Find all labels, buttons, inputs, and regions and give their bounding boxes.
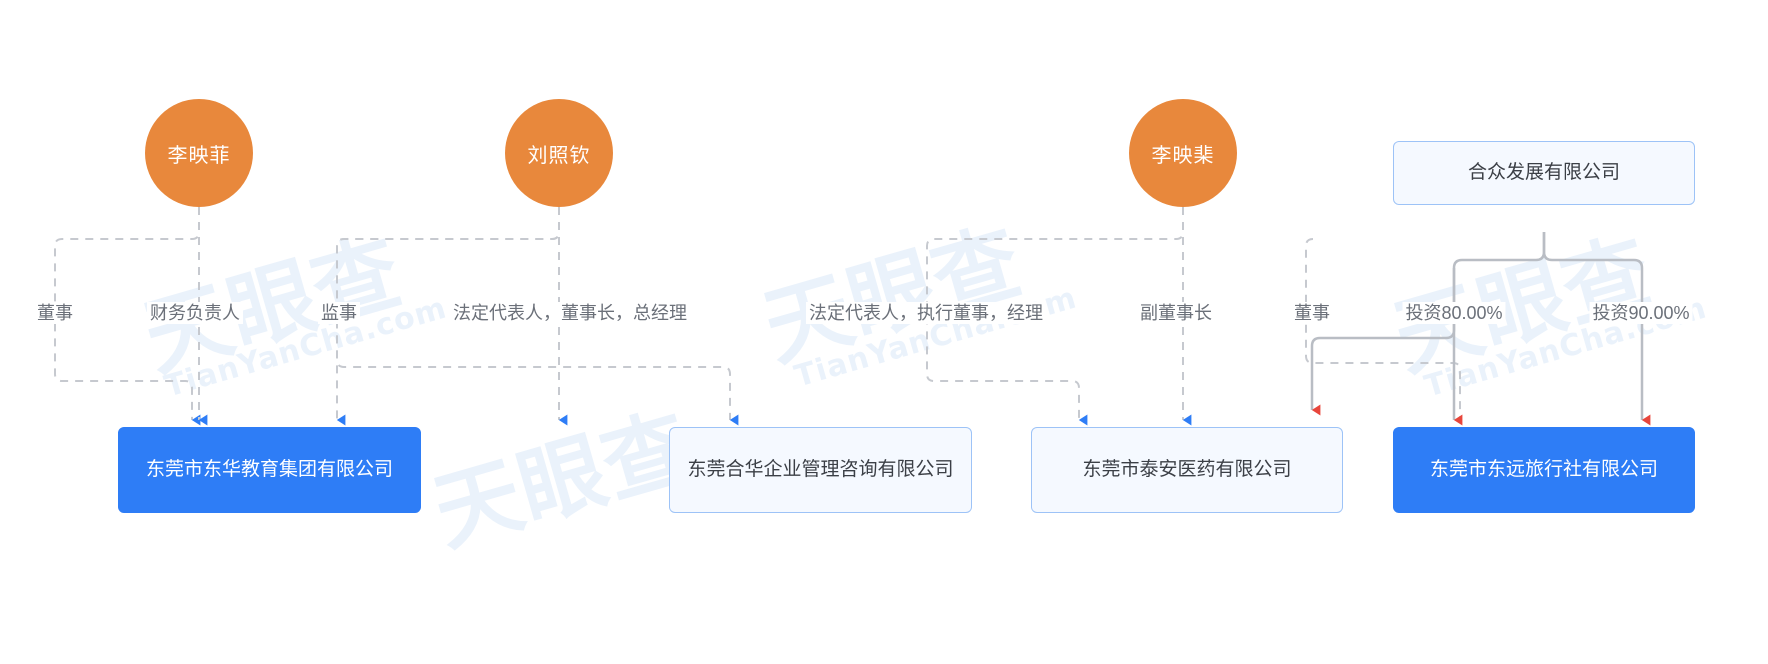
- person-node-2[interactable]: 刘照钦: [505, 99, 613, 207]
- edge-label-finance-officer: 财务负责人: [147, 302, 243, 324]
- edge-label-supervisor: 监事: [318, 302, 360, 324]
- edge-label-legalrep-chairman-gm: 法定代表人，董事长，总经理: [450, 302, 690, 324]
- top-company-name-1: 合众发展有限公司: [1467, 162, 1620, 183]
- edge-label-director-2: 董事: [1291, 302, 1333, 324]
- company-name-2: 东莞合华企业管理咨询有限公司: [687, 459, 954, 480]
- company-node-3[interactable]: 东莞市泰安医药有限公司: [1031, 427, 1343, 513]
- edge-label-director-1: 董事: [34, 302, 76, 324]
- top-company-node-1[interactable]: 合众发展有限公司: [1393, 141, 1695, 205]
- company-node-1[interactable]: 东莞市东华教育集团有限公司: [118, 427, 421, 513]
- edge-label-vice-chairman: 副董事长: [1137, 302, 1215, 324]
- edge-label-invest-80: 投资80.00%: [1402, 302, 1506, 324]
- edge-label-invest-90: 投资90.00%: [1589, 302, 1693, 324]
- company-name-3: 东莞市泰安医药有限公司: [1082, 459, 1292, 480]
- person-name-1: 李映菲: [167, 144, 231, 167]
- person-name-2: 刘照钦: [527, 144, 591, 167]
- company-name-4: 东莞市东远旅行社有限公司: [1429, 459, 1658, 480]
- person-name-3: 李映棐: [1151, 144, 1215, 167]
- company-node-4[interactable]: 东莞市东远旅行社有限公司: [1393, 427, 1695, 513]
- edge-label-legalrep-exec-manager: 法定代表人，执行董事，经理: [806, 302, 1046, 324]
- watermark-cn-4: 天眼查: [423, 396, 703, 565]
- company-node-2[interactable]: 东莞合华企业管理咨询有限公司: [669, 427, 972, 513]
- company-name-1: 东莞市东华教育集团有限公司: [145, 459, 393, 480]
- person-node-3[interactable]: 李映棐: [1129, 99, 1237, 207]
- person-node-1[interactable]: 李映菲: [145, 99, 253, 207]
